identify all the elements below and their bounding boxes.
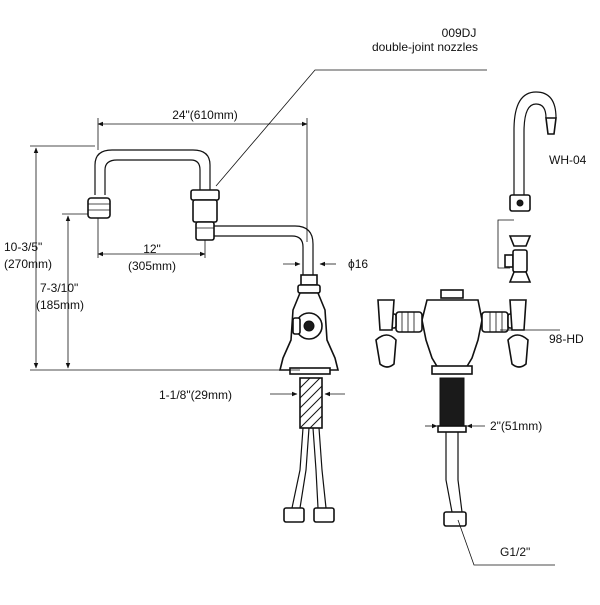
outlet-height-mm-label: (185mm) [36, 298, 84, 312]
model-label: 009DJ [442, 26, 477, 40]
thread-label: G1/2" [500, 545, 530, 559]
body-width-label: 2"(51mm) [490, 419, 542, 433]
valve-label: 98-HD [549, 332, 584, 346]
total-height-label: 10-3/5" [4, 240, 42, 254]
wrist-handle-label: WH-04 [549, 153, 587, 167]
right-faucet-view [375, 91, 557, 527]
left-faucet-view [87, 149, 340, 523]
spout-width-label: 24"(610mm) [172, 108, 238, 122]
dimension-lines [30, 69, 560, 566]
diameter-label: ϕ16 [348, 257, 368, 271]
spout-reach-label: 12" [143, 242, 161, 256]
shank-size-label: 1-1/8"(29mm) [159, 388, 232, 402]
total-height-mm-label: (270mm) [4, 257, 52, 271]
outlet-height-label: 7-3/10" [40, 281, 78, 295]
model-description: double-joint nozzles [372, 40, 478, 54]
spout-reach-mm-label: (305mm) [128, 259, 176, 273]
